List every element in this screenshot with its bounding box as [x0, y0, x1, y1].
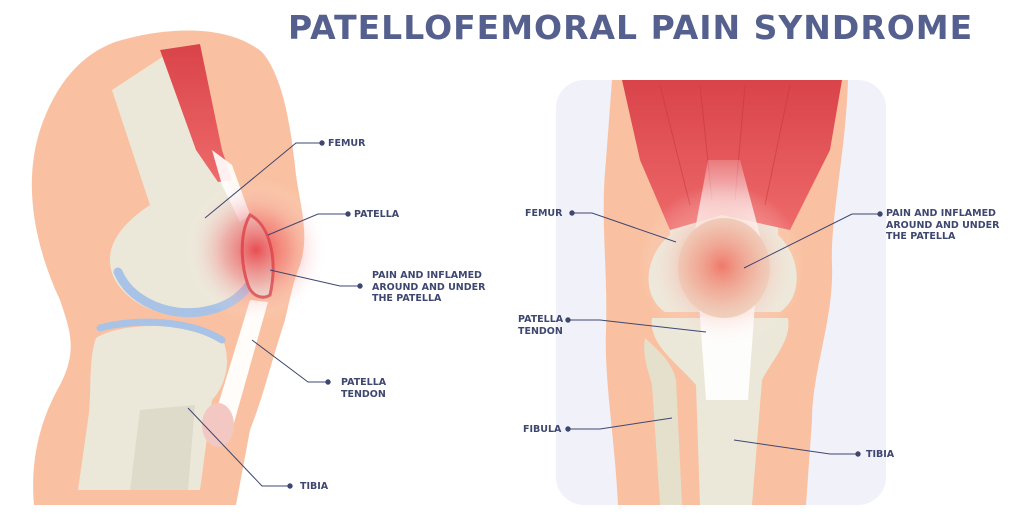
- side-leader-lines: [187, 140, 363, 489]
- front-leader-lines: [565, 210, 883, 457]
- front-quadriceps: [622, 80, 842, 230]
- page-title: PATELLOFEMORAL PAIN SYNDROME: [288, 8, 974, 47]
- side-quadriceps: [160, 44, 232, 182]
- side-tibial-tuberosity: [202, 403, 234, 447]
- side-patella-tendon: [212, 300, 268, 430]
- front-pain-glow: [640, 184, 804, 348]
- side-label-patella-tendon: PATELLA TENDON: [341, 377, 387, 400]
- front-label-pain: PAIN AND INFLAMED AROUND AND UNDER THE P…: [886, 208, 1000, 242]
- front-label-fibula: FIBULA: [523, 424, 562, 435]
- front-label-patella-tendon: PATELLA TENDON: [518, 314, 564, 337]
- front-label-tibia: TIBIA: [866, 449, 895, 460]
- front-label-femur: FEMUR: [525, 208, 563, 219]
- side-label-patella: PATELLA: [354, 209, 400, 220]
- front-tibia-bone: [651, 318, 789, 505]
- side-label-tibia: TIBIA: [300, 481, 329, 492]
- side-pain-glow: [184, 178, 328, 322]
- front-view: [556, 80, 886, 505]
- front-fibula-bone: [644, 338, 682, 505]
- side-label-femur: FEMUR: [328, 138, 366, 149]
- side-tibia-shadow: [130, 405, 195, 490]
- side-label-pain: PAIN AND INFLAMED AROUND AND UNDER THE P…: [372, 270, 486, 304]
- front-muscle-fibers: [659, 84, 791, 206]
- side-view: [31, 30, 363, 505]
- side-tibia-cartilage: [96, 318, 226, 344]
